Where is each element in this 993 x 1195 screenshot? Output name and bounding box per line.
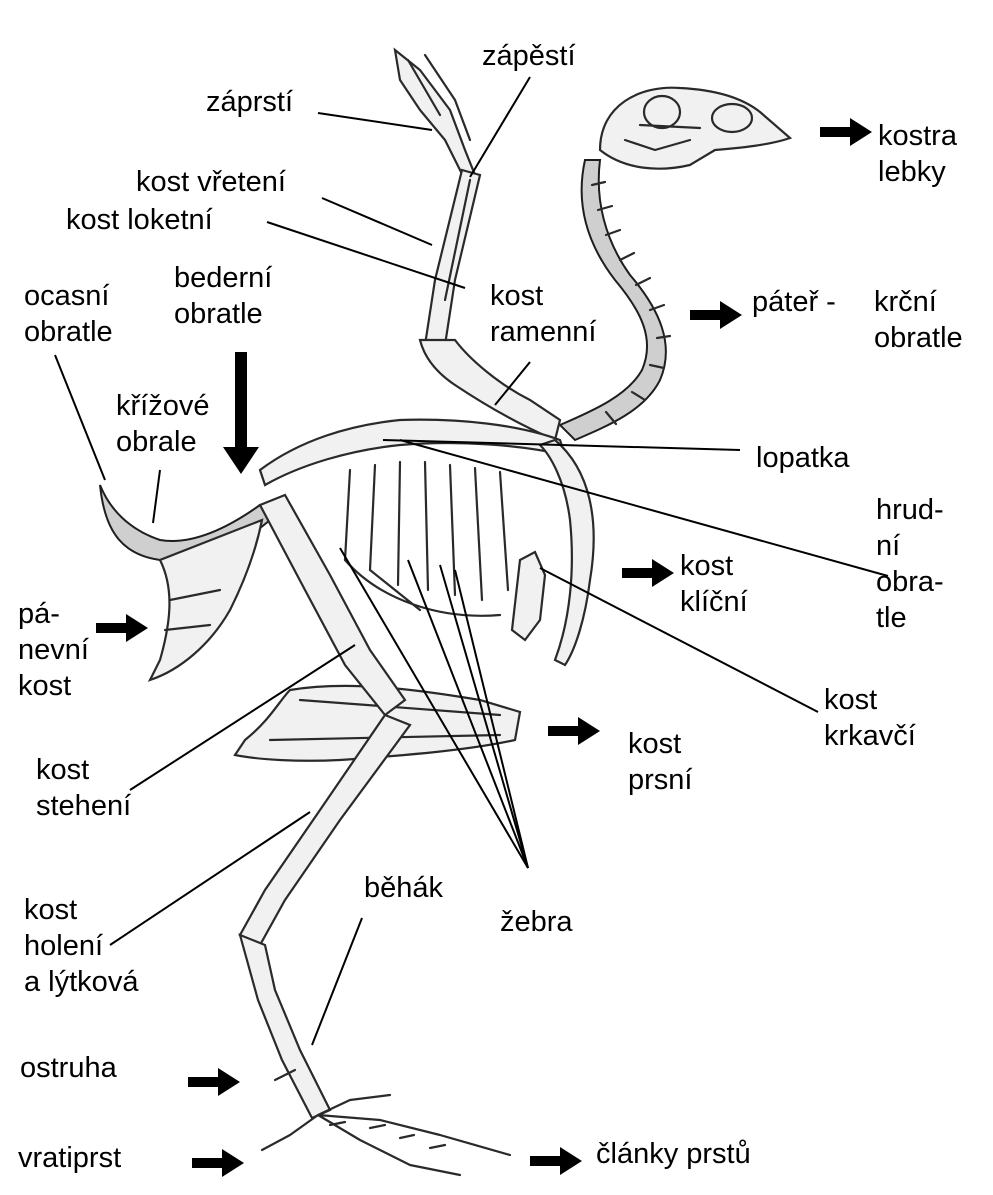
label-ocasni-obratle: ocasní obratle [24, 278, 113, 350]
label-zebra: žebra [500, 904, 573, 940]
arrow-pater [690, 301, 742, 329]
label-vratiprst: vratiprst [18, 1140, 121, 1176]
arrow-panevni-kost [96, 614, 148, 642]
label-krcni-obratle-line-2: obratle [874, 320, 963, 356]
label-kost-vreteni: kost vřetení [136, 164, 286, 200]
label-hrudni-obratle-line-2: ní [876, 528, 944, 564]
label-kost-prsni: kost prsní [628, 726, 692, 798]
label-kost-holeni-line-1: kost [24, 892, 138, 928]
leader-zaprsti [318, 113, 432, 130]
label-kost-loketni: kost loketní [66, 202, 213, 238]
label-panevni-kost-line-1: pá- [18, 596, 89, 632]
arrow-bederni-obratle [223, 352, 259, 474]
arrow-kost-prsni [548, 717, 600, 745]
label-hrudni-obratle-line-4: tle [876, 600, 944, 636]
label-zapesti: zápěstí [482, 38, 576, 74]
label-panevni-kost: pá- nevní kost [18, 596, 89, 704]
label-kost-stehenni-line-2: stehení [36, 788, 131, 824]
label-panevni-kost-line-3: kost [18, 668, 89, 704]
pelvis-tail-bones [100, 485, 270, 680]
label-zaprsti: záprstí [206, 84, 293, 120]
toe-bones [262, 1095, 510, 1175]
label-pater: páteř - [752, 284, 836, 320]
label-panevni-kost-line-2: nevní [18, 632, 89, 668]
tarsus-bone [240, 935, 330, 1118]
label-kost-klicni: kost klíční [680, 548, 748, 620]
label-kost-ramenni-line-1: kost [490, 278, 596, 314]
label-krizove-obrale-line-1: křížové [116, 388, 209, 424]
label-kost-klicni-line-1: kost [680, 548, 748, 584]
label-behak: běhák [364, 870, 443, 906]
femur-bone [260, 495, 405, 715]
label-kost-prsni-line-1: kost [628, 726, 692, 762]
label-kost-klicni-line-2: klíční [680, 584, 748, 620]
label-kost-holeni: kost holení a lýtková [24, 892, 138, 1000]
leader-krizove-obrale [153, 470, 160, 523]
label-kostra-lebky: kostra lebky [878, 118, 957, 190]
label-krcni-obratle: krční obratle [874, 284, 963, 356]
label-ostruha: ostruha [20, 1050, 117, 1086]
arrow-ostruha [188, 1068, 240, 1096]
label-lopatka: lopatka [756, 440, 850, 476]
label-kostra-lebky-line-2: lebky [878, 154, 957, 190]
label-kost-stehenni-line-1: kost [36, 752, 131, 788]
label-bederni-obratle-line-2: obratle [174, 296, 272, 332]
label-kost-prsni-line-2: prsní [628, 762, 692, 798]
skull-bones [600, 88, 790, 169]
label-clanky-prstu: články prstů [596, 1136, 751, 1172]
label-kost-ramenni-line-2: ramenní [490, 314, 596, 350]
label-kost-stehenni: kost stehení [36, 752, 131, 824]
arrow-clanky-prstu [530, 1147, 582, 1175]
arrow-kostra-lebky [820, 118, 872, 146]
leader-kost-krkavci [540, 568, 818, 712]
label-bederni-obratle-line-1: bederní [174, 260, 272, 296]
label-krcni-obratle-line-1: krční [874, 284, 963, 320]
label-kostra-lebky-line-1: kostra [878, 118, 957, 154]
label-kost-ramenni: kost ramenní [490, 278, 596, 350]
leader-kost-loketni [267, 222, 465, 288]
label-kost-holeni-line-2: holení [24, 928, 138, 964]
arrow-kost-klicni [622, 559, 674, 587]
label-hrudni-obratle-line-3: obra- [876, 564, 944, 600]
label-kost-krkavci-line-1: kost [824, 682, 916, 718]
wing-bones [395, 50, 560, 440]
label-kost-holeni-line-3: a lýtková [24, 964, 138, 1000]
arrow-vratiprst [192, 1149, 244, 1177]
label-hrudni-obratle: hrud- ní obra- tle [876, 492, 944, 636]
label-ocasni-obratle-line-2: obratle [24, 314, 113, 350]
leader-ocasni-obratle [55, 355, 105, 480]
label-krizove-obrale: křížové obrale [116, 388, 209, 460]
label-hrudni-obratle-line-1: hrud- [876, 492, 944, 528]
label-bederni-obratle: bederní obratle [174, 260, 272, 332]
label-kost-krkavci-line-2: krkavčí [824, 718, 916, 754]
leader-zapesti [470, 77, 530, 177]
leader-kost-vreteni [322, 198, 432, 245]
label-krizove-obrale-line-2: obrale [116, 424, 209, 460]
label-kost-krkavci: kost krkavčí [824, 682, 916, 754]
leader-behak [312, 918, 362, 1045]
label-ocasni-obratle-line-1: ocasní [24, 278, 113, 314]
